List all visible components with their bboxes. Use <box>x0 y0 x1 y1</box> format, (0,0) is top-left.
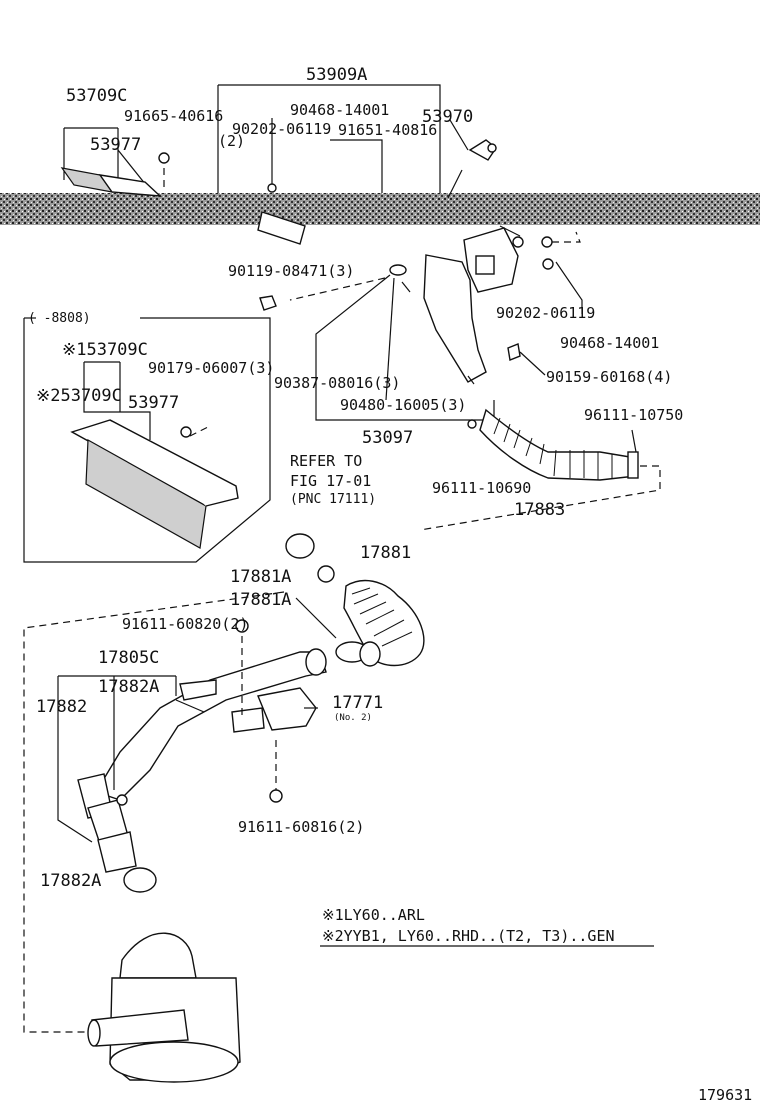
hose-17881 <box>285 533 425 667</box>
label-91665-40616: 91665-40616 <box>124 107 223 125</box>
label-90480-16005: 90480-16005(3) <box>340 396 466 414</box>
label-53709c: 53709C <box>66 86 127 106</box>
label-90119-08471: 90119-08471(3) <box>228 262 354 280</box>
label-53097: 53097 <box>362 428 413 448</box>
label-17882a-upper: 17882A <box>98 677 159 697</box>
label-17805c: 17805C <box>98 648 159 668</box>
label-90468-14001-top: 90468-14001 <box>290 101 389 119</box>
label-90468-14001-right: 90468-14001 <box>560 334 659 352</box>
air-intake-duct-53097 <box>423 225 581 385</box>
label-53977-inset: 53977 <box>128 393 179 413</box>
label-17881a-upper: 17881A <box>230 567 291 587</box>
leader-53909a <box>63 84 469 193</box>
label-17881a-lower: 17881A <box>230 590 291 610</box>
label-17771: 17771 <box>332 693 383 713</box>
label-refer-to: REFER TO <box>290 452 362 470</box>
radiator-side-seal-top <box>60 152 306 245</box>
label-90179-06007: 90179-06007(3) <box>148 359 274 377</box>
label-91611-60816: 91611-60816(2) <box>238 818 364 836</box>
pipe-17882 <box>57 619 327 893</box>
label-17882a-lower: 17882A <box>40 871 101 891</box>
inset-box <box>23 317 271 563</box>
dashed-route <box>23 591 285 1033</box>
label-17881: 17881 <box>360 543 411 563</box>
label-53970: 53970 <box>422 107 473 127</box>
note-1: ※1LY60..ARL <box>322 906 425 924</box>
duct-fasteners <box>259 261 583 421</box>
label-fig-17-01: FIG 17-01 <box>290 472 371 490</box>
label-96111-10690: 96111-10690 <box>432 479 531 497</box>
label-no-2: (No. 2) <box>334 713 372 723</box>
hose-17883 <box>419 408 661 531</box>
label-253709c: ※253709C <box>36 386 122 406</box>
clip-53970 <box>447 139 497 199</box>
label-90387-08016: 90387-08016(3) <box>274 374 400 392</box>
label-153709c: ※153709C <box>62 340 148 360</box>
label-90202-06119-right: 90202-06119 <box>496 304 595 322</box>
label-91651-40816: 91651-40816 <box>338 121 437 139</box>
note-2: ※2YYB1, LY60..RHD..(T2, T3)..GEN <box>322 927 615 945</box>
label-53909a: 53909A <box>306 65 367 85</box>
label-96111-10750: 96111-10750 <box>584 406 683 424</box>
label-90159-60168: 90159-60168(4) <box>546 368 672 386</box>
label-53977-top: 53977 <box>90 135 141 155</box>
label-17882: 17882 <box>36 697 87 717</box>
label-91611-60820: 91611-60820(2) <box>122 615 248 633</box>
label-pnc-17111: (PNC 17111) <box>290 492 376 507</box>
air-cleaner <box>87 932 241 1083</box>
label-qty-2: (2) <box>218 132 245 150</box>
body-panel-band <box>0 193 760 225</box>
label-inset-range: ( -8808) <box>28 311 91 326</box>
label-90202-06119-top: 90202-06119 <box>232 120 331 138</box>
figure-number: 179631 <box>698 1086 752 1104</box>
label-17883: 17883 <box>514 500 565 520</box>
